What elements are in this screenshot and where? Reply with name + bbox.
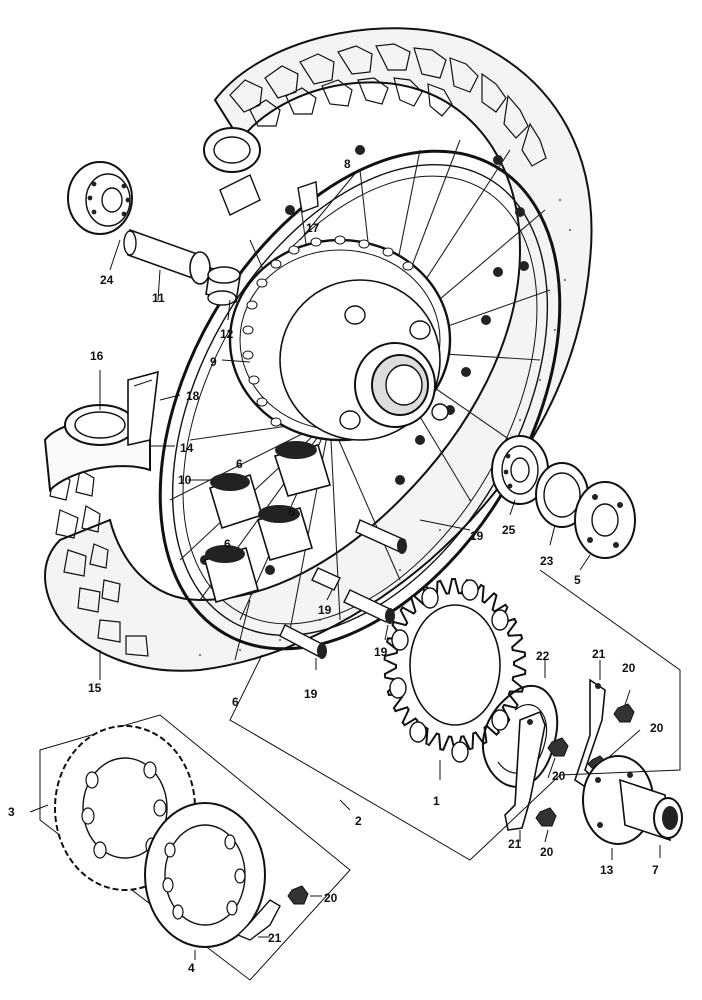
hub-drum: [228, 235, 452, 442]
callout-1: 1: [433, 794, 440, 808]
lock-tab-21-center: [504, 710, 546, 831]
callout-20b: 20: [650, 721, 664, 735]
callout-9: 9: [210, 355, 217, 369]
callout-14: 14: [180, 441, 194, 455]
callout-6c: 6: [224, 537, 231, 551]
callout-19a: 19: [470, 529, 484, 543]
callout-4: 4: [188, 961, 195, 975]
callout-23: 23: [540, 554, 554, 568]
callout-11: 11: [152, 291, 165, 305]
valve-17: [297, 181, 319, 213]
callout-7: 7: [652, 863, 659, 877]
callouts: 1 2 3 4 5 6 6 6 6 7 8 9 10 11 12 13 14 1…: [8, 157, 664, 975]
callout-8: 8: [344, 157, 351, 171]
callout-6a: 6: [236, 457, 243, 471]
callout-2: 2: [355, 814, 362, 828]
callout-16: 16: [90, 349, 104, 363]
callout-25: 25: [502, 523, 516, 537]
leader-lines: [29, 169, 661, 960]
callout-20a: 20: [622, 661, 636, 675]
flange-5: [574, 481, 636, 559]
callout-20c: 20: [552, 769, 566, 783]
alt-sprocket-box: [39, 714, 351, 981]
callout-22: 22: [536, 649, 550, 663]
bearing-24: [67, 161, 133, 235]
callout-12: 12: [220, 327, 234, 341]
callout-6d: 6: [232, 695, 239, 709]
sprocket-assembly-frame: [229, 569, 681, 861]
callout-20e: 20: [324, 891, 338, 905]
callout-19d: 19: [304, 687, 318, 701]
callout-18: 18: [186, 389, 200, 403]
callout-6b: 6: [288, 505, 295, 519]
callout-5: 5: [574, 573, 581, 587]
axle-spacer-11: [123, 228, 211, 285]
callout-13: 13: [600, 863, 614, 877]
tire: [44, 27, 593, 672]
tube-strip: [127, 370, 159, 447]
callout-17: 17: [306, 221, 320, 235]
plate-4: [144, 802, 266, 948]
callout-24: 24: [100, 273, 114, 287]
callout-20d: 20: [540, 845, 554, 859]
callout-10: 10: [178, 473, 192, 487]
callout-19c: 19: [374, 645, 388, 659]
callout-19b: 19: [318, 603, 332, 617]
tab-21-box: [236, 899, 281, 941]
callout-15: 15: [88, 681, 102, 695]
sprocket-1: [383, 578, 527, 763]
callout-21c: 21: [268, 931, 282, 945]
callout-21a: 21: [592, 647, 606, 661]
callout-3: 3: [8, 805, 15, 819]
studs-19: [279, 519, 407, 659]
hub-13-7: [582, 755, 683, 845]
collar-12: [205, 266, 241, 306]
callout-21b: 21: [508, 837, 522, 851]
bearing-25: [491, 435, 549, 505]
tire-cut-end-top: [203, 127, 261, 216]
damper-rubbers: [204, 441, 332, 603]
